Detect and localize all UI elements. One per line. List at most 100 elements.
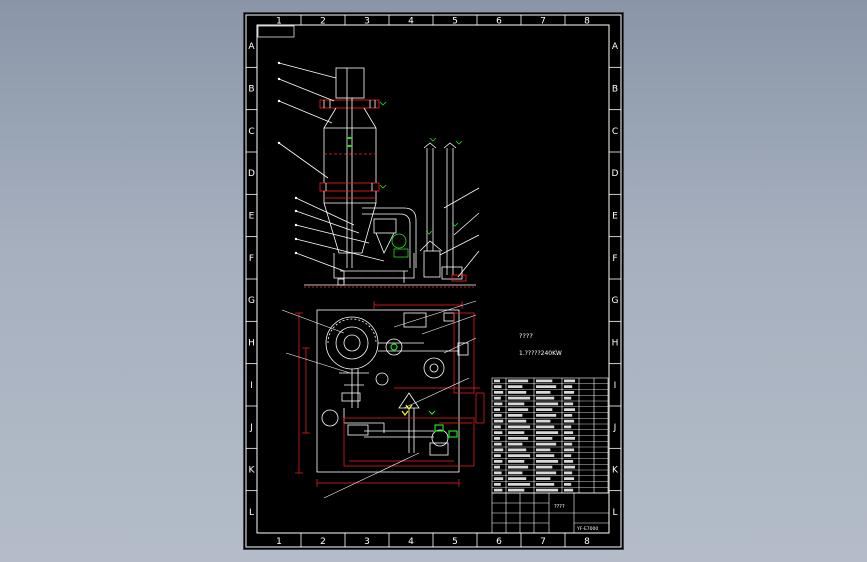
table-cell-text: [494, 483, 501, 486]
plan-note-line: 1.?????240KW: [519, 350, 562, 357]
zone-column-label: 3: [364, 537, 370, 547]
table-cell-text: [536, 379, 553, 383]
table-cell-text: [536, 385, 557, 388]
table-cell-text: [494, 448, 504, 452]
table-cell-text: [564, 488, 574, 492]
table-cell-text: [494, 425, 501, 429]
table-cell-text: [508, 465, 529, 469]
table-cell-text: [564, 425, 572, 429]
plan-note-title: ????: [519, 332, 533, 340]
table-cell-text: [536, 454, 555, 457]
table-cell-text: [564, 402, 574, 406]
table-cell-text: [536, 442, 557, 446]
table-cell-text: [494, 477, 504, 480]
zone-row-label: G: [248, 296, 255, 306]
zone-row-label: D: [612, 169, 619, 179]
zone-row-label: E: [612, 212, 618, 222]
table-cell-text: [564, 465, 576, 469]
table-cell-text: [536, 402, 559, 406]
table-cell-text: [564, 391, 575, 394]
zone-row-label: C: [612, 127, 618, 137]
zone-row-label: F: [249, 254, 254, 264]
zone-row-label: A: [612, 42, 619, 52]
table-cell-text: [508, 379, 529, 383]
table-cell-text: [564, 477, 575, 480]
zone-row-label: H: [248, 339, 255, 349]
zone-column-label: 6: [496, 537, 502, 547]
table-cell-text: [508, 391, 527, 394]
zone-row-label: I: [614, 381, 617, 391]
table-cell-text: [536, 419, 551, 423]
zone-column-label: 5: [452, 17, 458, 27]
plan-dimensions: [295, 301, 485, 487]
zone-row-label: K: [249, 466, 256, 476]
table-cell-text: [564, 419, 575, 423]
table-cell-text: [494, 414, 502, 417]
table-cell-text: [536, 437, 553, 440]
table-cell-text: [508, 448, 527, 452]
table-cell-text: [536, 391, 551, 394]
parts-list-rows: [492, 379, 608, 494]
zone-row-label: B: [612, 85, 618, 95]
zone-row-label: L: [612, 508, 617, 518]
table-cell-text: [536, 465, 553, 469]
table-cell-text: [508, 471, 523, 475]
table-cell-text: [494, 488, 503, 492]
zone-column-label: 5: [452, 537, 458, 547]
table-cell-text: [494, 460, 503, 463]
zone-row-label: I: [250, 381, 253, 391]
table-cell-text: [536, 488, 559, 492]
zone-column-label: 3: [364, 17, 370, 27]
table-cell-text: [494, 402, 503, 406]
table-cell-text: [508, 414, 523, 417]
table-cell-text: [508, 425, 531, 429]
table-cell-text: [536, 477, 551, 480]
table-cell-text: [564, 431, 574, 434]
zone-row-label: J: [249, 423, 253, 433]
table-cell-text: [508, 477, 527, 480]
table-cell-text: [536, 414, 557, 417]
table-cell-text: [494, 431, 503, 434]
table-cell-text: [564, 396, 572, 400]
table-cell-text: [564, 448, 575, 452]
zone-column-label: 2: [320, 537, 326, 547]
table-cell-text: [508, 396, 531, 400]
table-cell-text: [508, 402, 525, 406]
table-cell-text: [494, 465, 500, 469]
table-cell-text: [536, 483, 555, 486]
zone-column-label: 1: [276, 17, 282, 27]
table-cell-text: [564, 414, 573, 417]
elevation-view: [278, 62, 480, 288]
zone-row-label: A: [248, 42, 255, 52]
table-cell-text: [564, 483, 572, 486]
table-cell-text: [494, 408, 500, 411]
table-cell-text: [494, 442, 502, 446]
title-block-label: ????: [554, 504, 565, 510]
table-cell-text: [564, 379, 576, 383]
table-cell-text: [536, 471, 557, 475]
table-cell-text: [508, 408, 529, 411]
title-block: [491, 492, 610, 534]
table-cell-text: [494, 419, 504, 423]
table-cell-text: [564, 471, 573, 475]
table-cell-text: [494, 385, 502, 388]
table-cell-text: [536, 431, 559, 434]
table-cell-text: [508, 460, 525, 463]
table-cell-text: [564, 385, 573, 388]
elevation-leader-dots: [277, 61, 298, 255]
table-cell-text: [536, 408, 553, 411]
table-cell-text: [508, 488, 525, 492]
table-cell-text: [536, 448, 551, 452]
zone-row-label: D: [248, 169, 255, 179]
zone-column-label: 4: [408, 17, 414, 27]
table-cell-text: [536, 460, 559, 463]
zone-column-label: 4: [408, 537, 414, 547]
plan-view: [316, 309, 469, 473]
table-cell-text: [508, 419, 527, 423]
zone-column-label: 1: [276, 537, 282, 547]
zone-column-label: 8: [584, 17, 590, 27]
zone-column-label: 7: [540, 17, 546, 27]
